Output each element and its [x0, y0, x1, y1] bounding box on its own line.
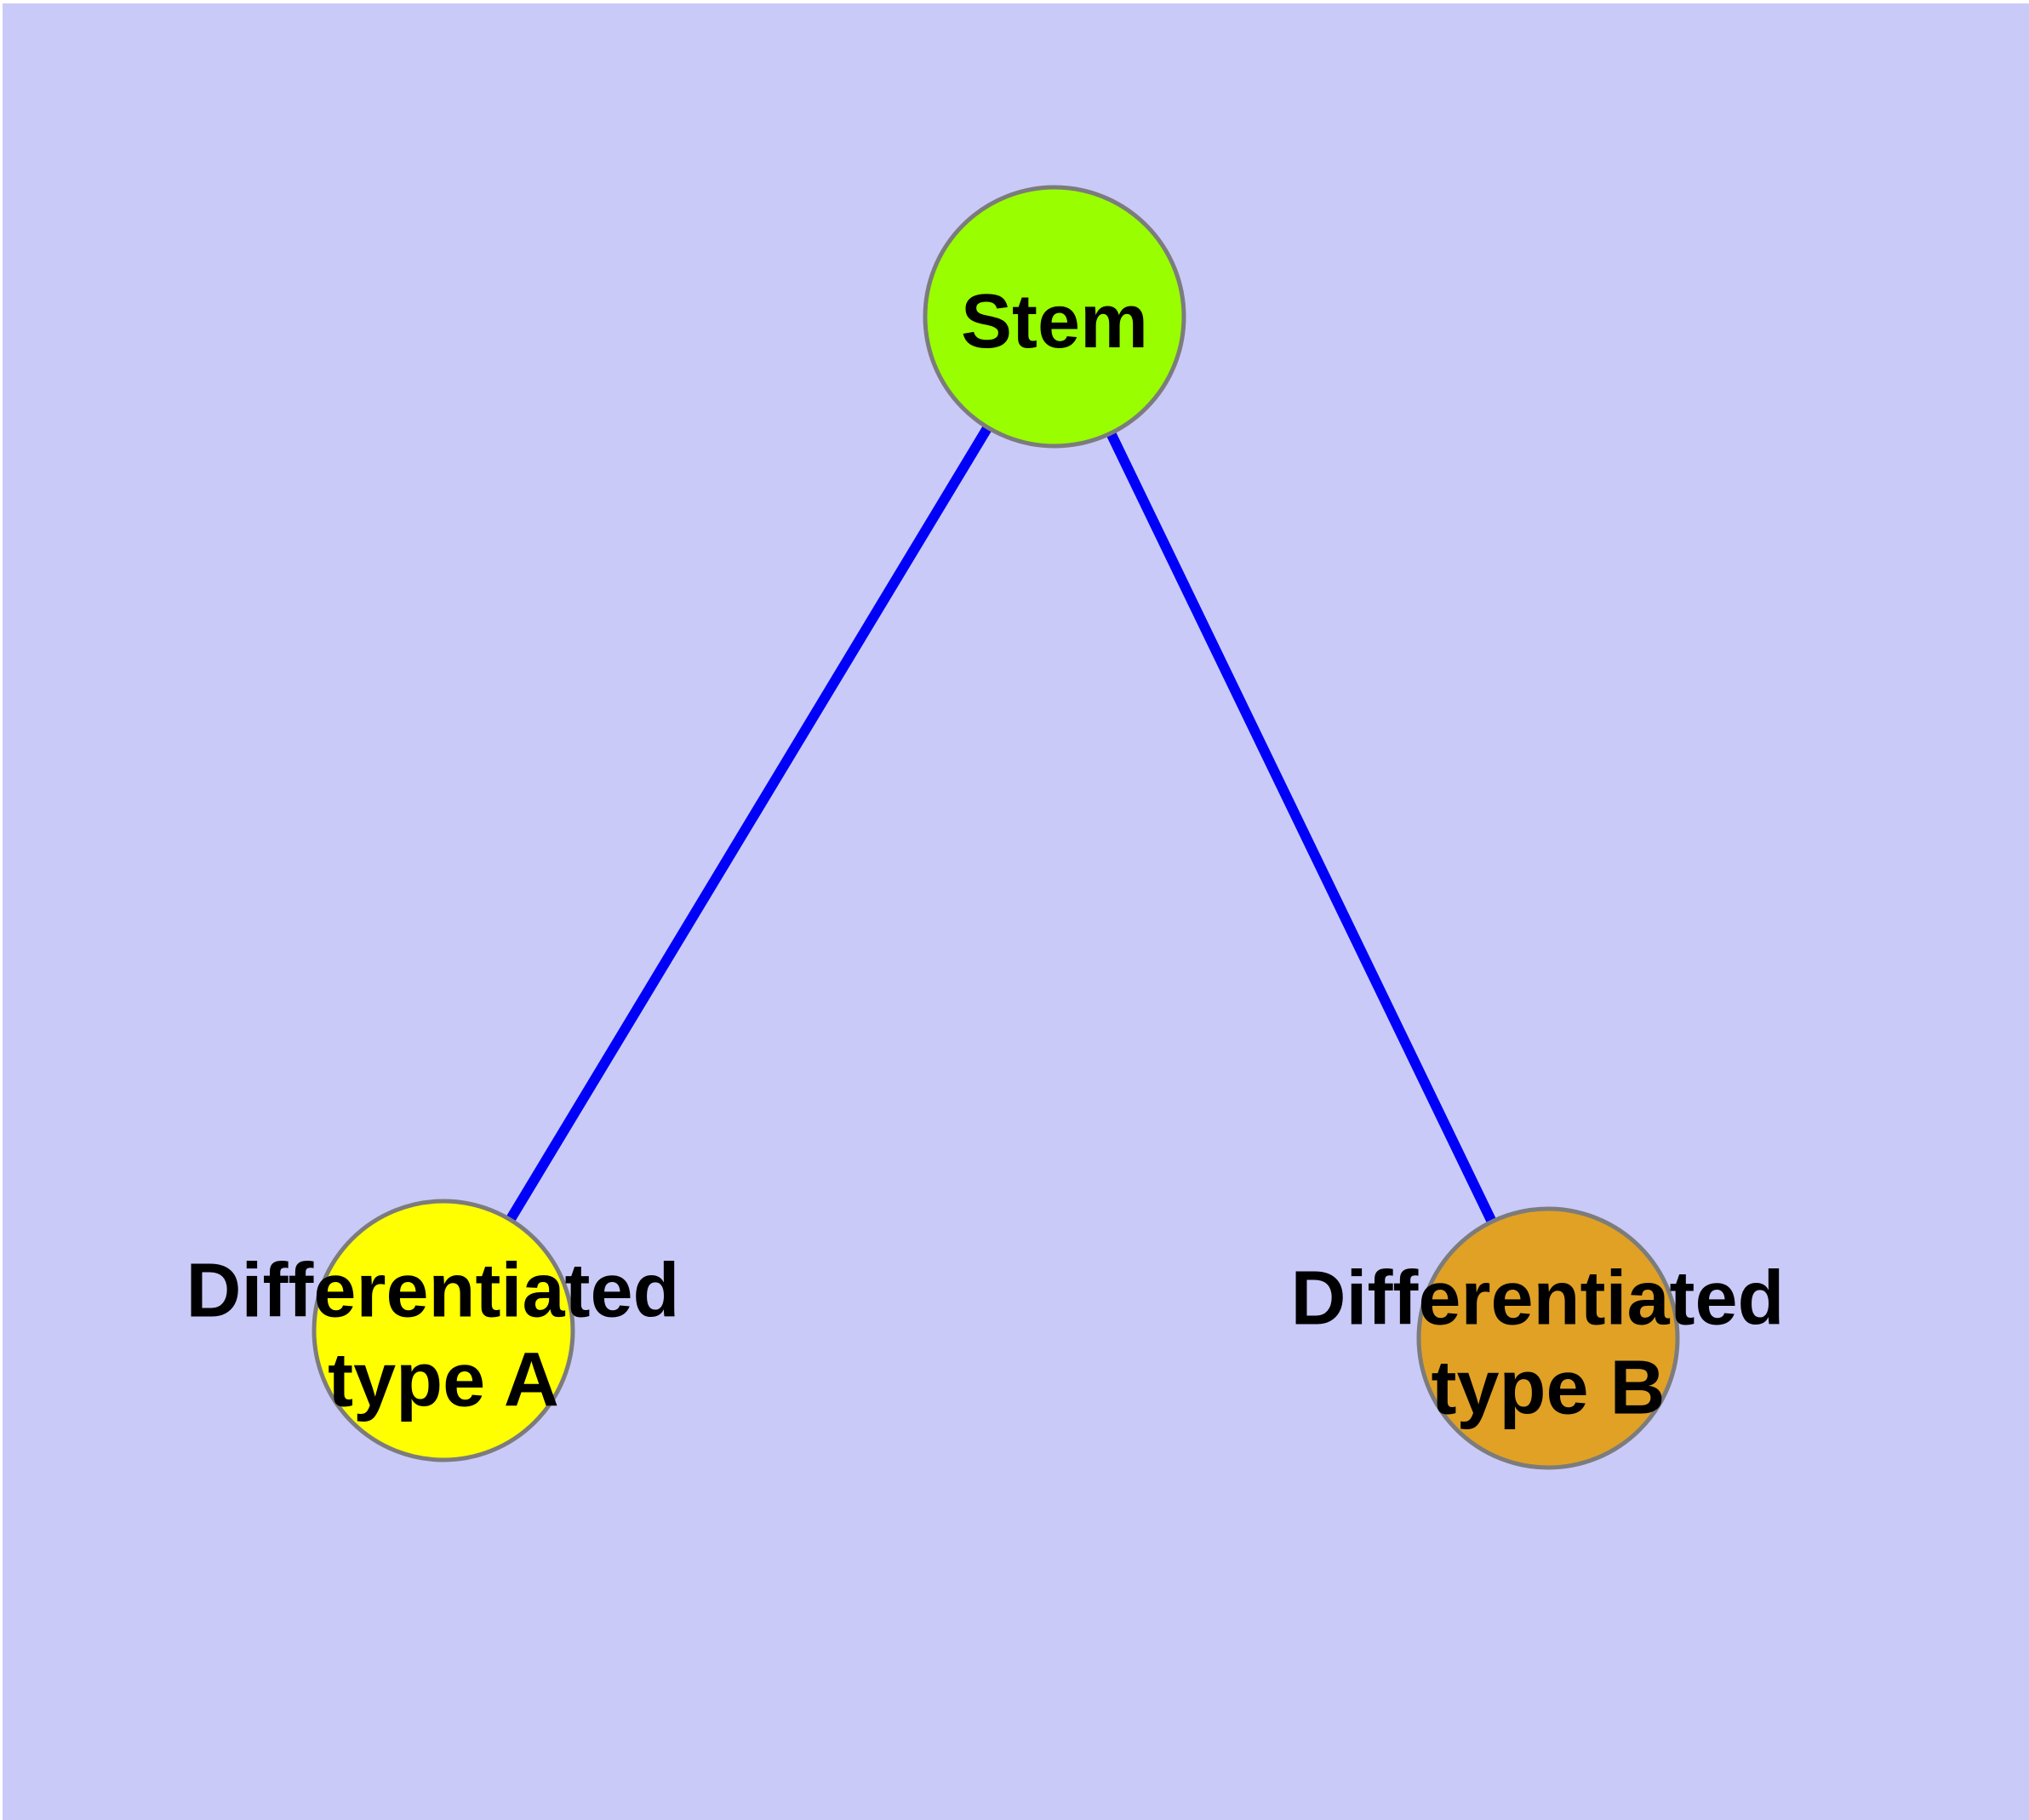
- node-stem-label-line: Stem: [961, 279, 1148, 364]
- node-differentiated-type-b-label: Differentiated type B: [1290, 1256, 1805, 1431]
- node-differentiated-type-b-circle[interactable]: [1416, 1206, 1680, 1470]
- edge-stem-to-type-a: [438, 313, 1060, 1334]
- node-differentiated-type-a-circle[interactable]: [311, 1199, 575, 1462]
- node-differentiated-type-b[interactable]: Differentiated type B: [1290, 1206, 1805, 1470]
- node-stem-circle[interactable]: [923, 185, 1186, 449]
- edge-stem-to-type-b: [1049, 314, 1553, 1341]
- node-stem-label: Stem: [961, 279, 1148, 364]
- node-differentiated-type-a-label-line-1: Differentiated: [186, 1249, 679, 1334]
- node-stem[interactable]: Stem: [923, 185, 1186, 449]
- node-differentiated-type-a-label: Differentiated type A: [186, 1249, 700, 1423]
- node-differentiated-type-a-label-line-2: type A: [328, 1338, 559, 1423]
- node-differentiated-type-b-label-line-1: Differentiated: [1290, 1256, 1784, 1342]
- node-differentiated-type-a[interactable]: Differentiated type A: [186, 1199, 700, 1462]
- node-differentiated-type-b-label-line-2: type B: [1431, 1346, 1665, 1431]
